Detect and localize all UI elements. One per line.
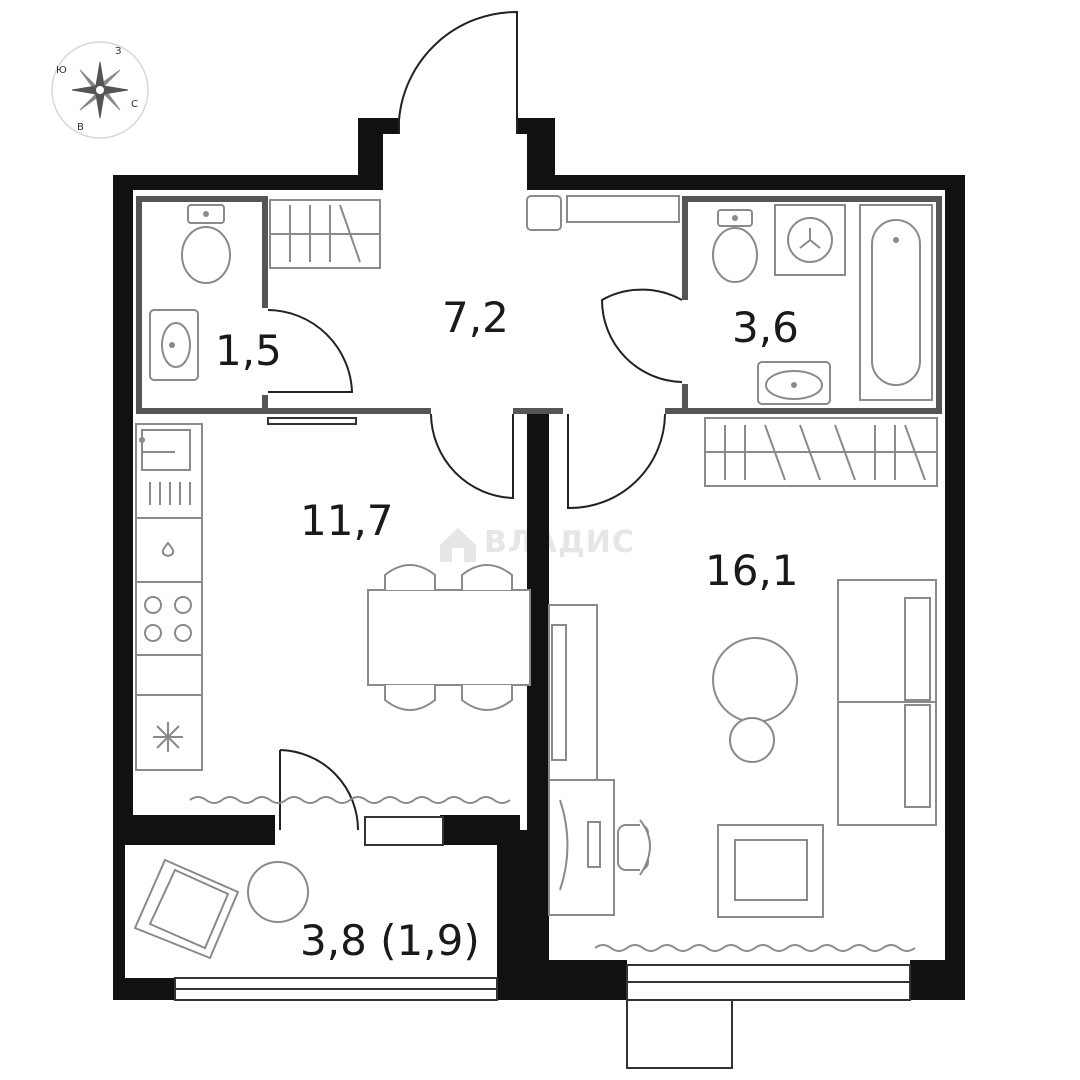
round-table-icon xyxy=(712,637,798,763)
balcony-chair-icon xyxy=(133,858,240,960)
bathroom-walls xyxy=(136,196,942,414)
wardrobe-living-icon xyxy=(704,417,938,487)
washing-machine-icon xyxy=(774,204,846,276)
sink-bath-icon xyxy=(757,361,831,405)
water-drop-icon xyxy=(161,541,175,558)
room-area-bathroom-small: 1,5 xyxy=(215,326,282,375)
room-area-living: 16,1 xyxy=(705,546,799,595)
watermark-text: ВЛАДИС xyxy=(484,525,635,560)
shoe-cabinet-icon xyxy=(526,195,680,231)
compass-west: З xyxy=(115,46,121,57)
radiator-kitchen xyxy=(189,796,511,804)
tv-stand-icon xyxy=(548,604,598,781)
kitchen-sink-icon xyxy=(139,429,191,471)
room-area-bathroom: 3,6 xyxy=(732,303,799,352)
walls xyxy=(113,118,965,1000)
balcony-table-icon xyxy=(247,861,309,923)
room-area-balcony: 3,8 (1,9) xyxy=(300,916,480,965)
toilet-bath-icon xyxy=(712,209,758,283)
compass-star-icon xyxy=(71,61,129,119)
bathtub-icon xyxy=(859,204,933,401)
doors xyxy=(267,10,683,831)
room-area-hall: 7,2 xyxy=(442,293,509,342)
dining-table-icon xyxy=(367,564,531,711)
kitchen-counter xyxy=(135,423,203,771)
wardrobe-hall-icon xyxy=(269,199,381,269)
compass-south: Ю xyxy=(56,65,67,76)
compass-east: В xyxy=(77,122,84,133)
compass-rose: Ю З С В xyxy=(51,41,149,139)
fridge-snowflake-icon xyxy=(153,722,183,752)
office-chair-icon xyxy=(617,819,651,876)
stove-icon xyxy=(144,596,192,642)
desk-icon xyxy=(548,779,615,916)
room-area-kitchen: 11,7 xyxy=(300,496,394,545)
watermark: ВЛАДИС xyxy=(440,525,635,562)
radiator-living xyxy=(594,944,916,952)
compass-north: С xyxy=(131,99,138,110)
windows xyxy=(174,417,911,1069)
house-logo-icon xyxy=(440,528,476,562)
sink-small-icon xyxy=(149,309,199,381)
dishwasher-icon xyxy=(149,482,191,505)
sofa-icon xyxy=(837,579,937,826)
toilet-small-icon xyxy=(181,204,231,284)
armchair-icon xyxy=(717,824,824,918)
